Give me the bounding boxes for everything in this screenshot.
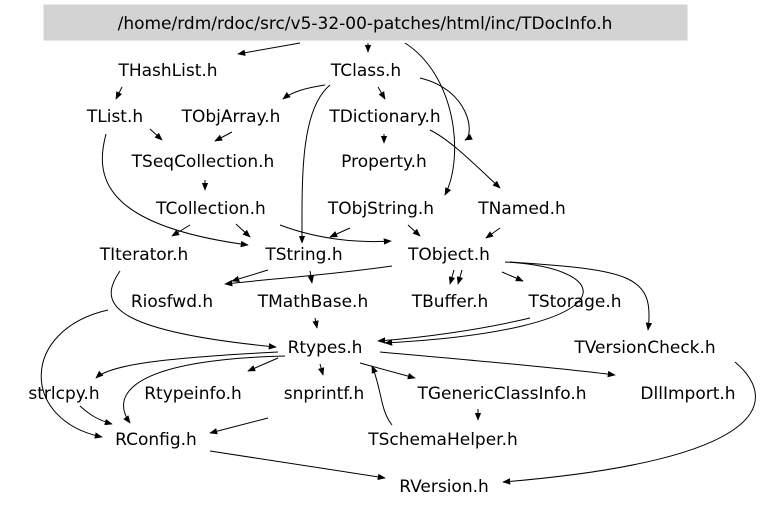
node-tstring[interactable]: TString.h [264,245,342,265]
node-tobject[interactable]: TObject.h [407,245,490,265]
edge-strlcpy-rconfig [79,405,113,426]
edge-rtypes-rconfig [123,355,286,424]
edge-titerator-rconfig [40,309,109,439]
edge-tclass-tnamed [419,77,473,141]
node-tdictionary[interactable]: TDictionary.h [328,107,440,127]
node-tobjarray[interactable]: TObjArray.h [181,107,281,127]
edge-tdocinfo-tobjstring [404,42,456,196]
node-rconfig[interactable]: RConfig.h [115,430,197,450]
node-rtypes[interactable]: Rtypes.h [288,338,363,358]
edge-tstring-riosfwd [231,269,269,282]
edge-tclass-tstring [298,84,331,244]
edge-tclass-tobjarray [282,84,326,100]
node-tversioncheck[interactable]: TVersionCheck.h [573,338,715,358]
node-rversion[interactable]: RVersion.h [399,477,489,497]
edge-rtypes-tgenericclassinfo [359,362,416,380]
edge-tclass-tdictionary [377,86,386,100]
edge-tlist-tseqcollection [149,128,163,141]
edge-tmathbase-rtypes [312,317,319,329]
edges [40,42,756,485]
edge-tobject-riosfwd [224,265,393,287]
node-strlcpy[interactable]: strlcpy.h [28,384,99,404]
node-thashlist[interactable]: THashList.h [117,61,217,81]
edge-titerator-rtypes [110,270,277,350]
node-tcollection[interactable]: TCollection.h [155,199,266,219]
root-node-box [43,4,688,41]
edge-tlist-tstring [101,133,249,248]
node-rtypeinfo[interactable]: Rtypeinfo.h [144,384,242,404]
edge-tobject-rtypes [384,261,584,346]
edge-tstorage-rtypes [377,317,531,344]
node-tbuffer[interactable]: TBuffer.h [411,292,489,312]
edge-tobject-tbuffer-2 [456,269,464,285]
edge-tcollection-tobject [279,224,392,245]
edge-tschemahelper-rtypes [371,365,393,426]
edge-rtypes-snprintf [318,363,325,376]
node-tstorage[interactable]: TStorage.h [527,292,621,312]
edge-tobjstring-tstring [329,227,351,238]
edge-tversioncheck-rversion [502,361,756,485]
edge-thashlist-tlist [115,86,123,100]
edge-tobject-tbuffer [448,269,456,285]
edge-rtypes-strlcpy [95,351,279,379]
root-node[interactable]: /home/rdm/rdoc/src/v5-32-00-patches/html… [43,4,688,41]
node-titerator[interactable]: TIterator.h [99,245,189,265]
edge-tobject-tstorage [501,271,524,282]
node-tgenericclassinfo[interactable]: TGenericClassInfo.h [416,384,586,404]
node-tclass[interactable]: TClass.h [330,61,401,81]
node-tmathbase[interactable]: TMathBase.h [257,292,368,312]
edge-tobject-tversioncheck [509,261,653,331]
edge-tnamed-tobject [485,227,501,239]
node-tlist[interactable]: TList.h [86,107,143,127]
node-tseqcollection[interactable]: TSeqCollection.h [131,152,275,172]
edge-tdocinfo-thashlist [237,42,301,56]
edge-rtypes-dllimport [379,351,616,378]
node-tnamed[interactable]: TNamed.h [477,199,566,219]
edge-rconfig-rversion [209,450,386,481]
node-riosfwd[interactable]: Riosfwd.h [131,292,213,312]
root-node-label: /home/rdm/rdoc/src/v5-32-00-patches/html… [118,14,613,34]
node-tschemahelper[interactable]: TSchemaHelper.h [367,430,518,450]
edge-tdictionary-tnamed [429,129,501,189]
node-property[interactable]: Property.h [341,152,427,172]
edge-tobjarray-tseqcollection [214,131,233,142]
edge-tcollection-titerator [171,224,191,237]
edge-tobjstring-tobject [407,224,421,237]
edge-tstring-tmathbase [307,270,314,284]
edge-snprintf-rconfig [209,417,269,435]
edge-rtypes-rtypeinfo [247,357,279,372]
edge-tcollection-tstring [235,223,251,238]
node-snprintf[interactable]: snprintf.h [284,384,365,404]
node-dllimport[interactable]: DllImport.h [640,384,735,404]
node-tobjstring[interactable]: TObjString.h [327,199,434,219]
